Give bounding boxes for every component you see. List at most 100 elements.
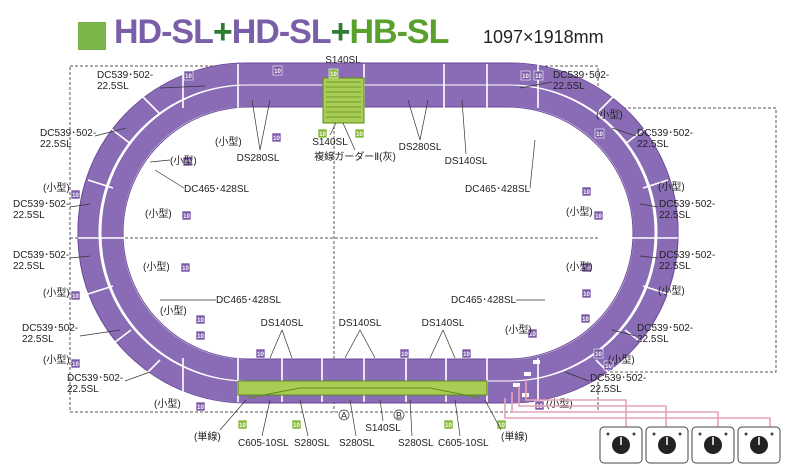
small-curve-badge: 10 [182, 156, 193, 167]
single-track-badge: 10 [496, 419, 507, 430]
track-joint [642, 179, 669, 189]
badge-value: 10 [356, 132, 363, 138]
leader-line [349, 399, 357, 437]
label-s140-top-center: S140SL [312, 137, 348, 148]
badge-value: 10 [184, 160, 191, 166]
small-curve-badge: 10 [533, 70, 544, 81]
label-small-left-inner-2: (小型) [145, 207, 172, 220]
marker-circle [338, 409, 350, 421]
badge-value: 10 [330, 72, 337, 78]
leader-line [219, 399, 247, 431]
small-curve-badge: 10 [70, 358, 81, 369]
track-joint [87, 285, 114, 295]
feeder-wire [504, 398, 771, 427]
small-curve-badge: 10 [271, 132, 282, 143]
single-track-badge: 10 [443, 419, 454, 430]
label-small-right-1: (小型) [658, 180, 685, 193]
small-curve-badge: 10 [70, 290, 81, 301]
leader-line [419, 99, 429, 141]
marker-circle [393, 409, 405, 421]
leader-line [251, 99, 261, 151]
track-joint [624, 329, 647, 347]
leader-line [484, 399, 502, 431]
track-joint [139, 93, 161, 115]
small-curve-badge: 10 [520, 70, 531, 81]
badge-value: 10 [197, 318, 204, 324]
label-small-left-inner-4: (小型) [160, 304, 187, 317]
small-curve-badge: 10 [195, 314, 206, 325]
label-dc539-left-mid: DC539･502-22.5SL [13, 199, 69, 221]
label-girder: 複線ガーダーⅡ(灰) [314, 150, 396, 163]
label-ds140-bottom-1: DS140SL [261, 318, 304, 329]
track-joint [139, 359, 161, 381]
label-single-left: (単線) [194, 430, 221, 443]
leader-line [529, 139, 536, 189]
badge-value: 10 [605, 364, 612, 370]
label-small-left-2: (小型) [43, 286, 70, 299]
small-curve-badge: 10 [527, 328, 538, 339]
badge-value: 10 [182, 266, 189, 272]
label-dc465-bottom-left: DC465･428SL [216, 295, 281, 306]
leader-line [611, 127, 637, 137]
power-pack-controller [645, 426, 689, 464]
label-small-left-4: (小型) [154, 397, 181, 410]
badge-value: 10 [185, 74, 192, 80]
girder-bridge [322, 77, 365, 124]
leader-line [154, 169, 185, 189]
badge-value: 10 [522, 74, 529, 80]
track-inner-edge [122, 106, 634, 360]
badge-value: 10 [583, 292, 590, 298]
leader-line [407, 99, 421, 141]
badge-value: 10 [529, 332, 536, 338]
layout-dimensions: 1097×1918mm [483, 27, 604, 47]
leader-line [69, 203, 91, 208]
leader-line [261, 399, 271, 437]
badge-value: 10 [536, 404, 543, 410]
badge-value: 10 [239, 423, 246, 429]
small-curve-badge: 10 [593, 210, 604, 221]
badge-value: 10 [445, 423, 452, 429]
small-curve-badge: 10 [580, 313, 591, 324]
small-curve-badge: 10 [399, 348, 410, 359]
power-pack-controller [691, 426, 735, 464]
badge-value: 10 [535, 74, 542, 80]
label-small-left-inner-1: (小型) [170, 154, 197, 167]
track-joint [642, 285, 669, 295]
feeder-wire [511, 392, 719, 427]
leader-line [79, 329, 121, 337]
label-ds140-top-right: DS140SL [445, 156, 488, 167]
small-curve-badge: 10 [70, 189, 81, 200]
badge-value: 10 [257, 352, 264, 358]
leader-line [639, 203, 659, 208]
label-small-right-2: (小型) [658, 284, 685, 297]
small-curve-badge: 10 [183, 70, 194, 81]
small-curve-badge: 10 [195, 401, 206, 412]
label-small-top-left: (小型) [215, 135, 242, 148]
label-small-left-inner-3: (小型) [143, 260, 170, 273]
label-small-left-3: (小型) [43, 353, 70, 366]
leader-line [359, 329, 376, 359]
label-ds140-bottom-2: DS140SL [339, 318, 382, 329]
single-track-badge: 10 [291, 419, 302, 430]
power-pack-controller [599, 426, 643, 464]
leader-line [429, 329, 444, 359]
feeder-mark [524, 372, 531, 376]
track-joint [87, 179, 114, 189]
badge-value: 10 [197, 405, 204, 411]
label-s280-2: S280SL [339, 438, 375, 449]
track-outer-edge [77, 62, 679, 404]
badge-value: 10 [463, 352, 470, 358]
label-s280-1: S280SL [294, 438, 330, 449]
small-curve-badge: 10 [180, 262, 191, 273]
leader-line [342, 122, 356, 151]
feeder-wire [518, 386, 667, 427]
header-square-icon [78, 22, 106, 50]
title-part-2: HD-SL [231, 13, 332, 51]
label-dc539-bottom-right: DC539･502-22.5SL [637, 323, 693, 345]
label-mark-b: B [396, 411, 402, 421]
label-s140-bottom: S140SL [365, 423, 401, 434]
label-dc539-top-left: DC539･502-22.5SL [97, 70, 153, 92]
badge-value: 10 [72, 294, 79, 300]
title-part-1: HD-SL [114, 13, 214, 51]
